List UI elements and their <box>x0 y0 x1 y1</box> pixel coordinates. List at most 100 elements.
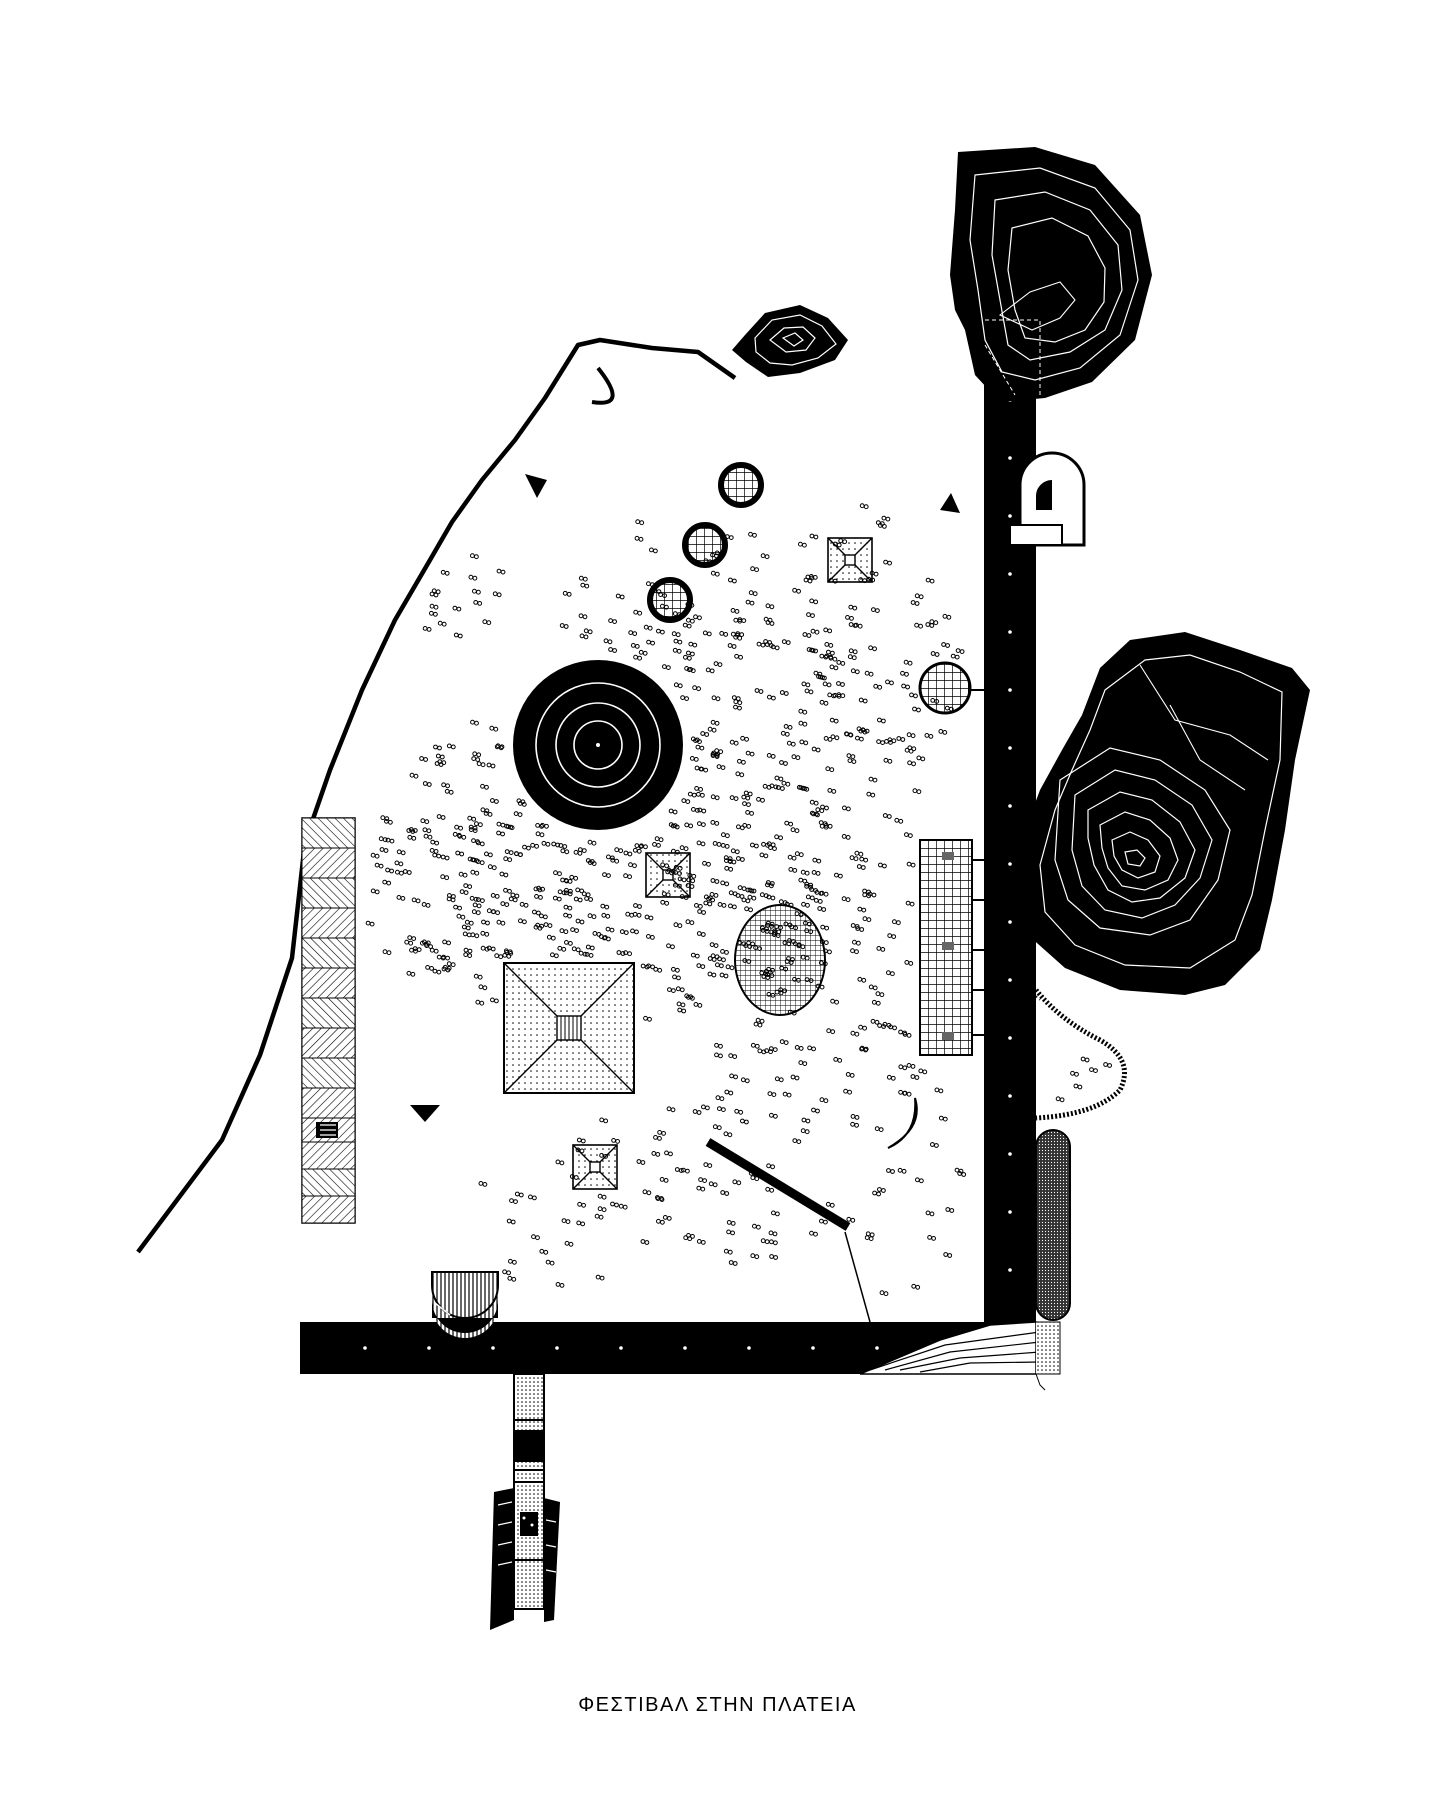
crowd-figure <box>720 949 729 955</box>
crowd-figure <box>910 600 920 606</box>
crowd-figure <box>671 631 681 638</box>
crowd-figure <box>558 843 568 849</box>
crowd-figure <box>719 972 729 979</box>
crowd-figure <box>677 876 687 883</box>
crowd-figure <box>791 754 801 761</box>
crowd-figure <box>886 970 895 977</box>
crowd-figure <box>746 940 755 947</box>
crowd-figure <box>780 730 790 737</box>
crowd-figure <box>496 919 506 926</box>
crowd-figure <box>845 1072 855 1078</box>
crowd-figure <box>779 1039 789 1045</box>
crowd-figure <box>745 599 755 606</box>
crowd-figure <box>860 727 870 734</box>
crowd-figure <box>441 782 451 789</box>
crowd-figure <box>830 734 840 741</box>
crowd-figure <box>938 1115 948 1122</box>
crowd-figure <box>652 842 661 848</box>
crowd-figure <box>710 719 720 726</box>
crowd-figure <box>701 1104 710 1111</box>
diagonal-bar <box>705 1138 871 1323</box>
crowd-figure <box>774 834 783 841</box>
crowd-figure <box>703 1162 713 1168</box>
crowd-figure <box>769 1254 778 1260</box>
crowd-figure <box>541 840 551 847</box>
crowd-figure <box>484 851 493 858</box>
crowd-figure <box>661 891 671 898</box>
crowd-figure <box>535 922 544 929</box>
crowd-figure <box>818 674 827 681</box>
crowd-figure <box>788 867 798 873</box>
crowd-figure <box>745 750 755 757</box>
crowd-figure <box>584 896 593 902</box>
crowd-figure <box>847 654 857 661</box>
crowd-figure <box>869 570 879 577</box>
crowd-figure <box>1103 1062 1112 1068</box>
crowd-figure <box>686 877 696 884</box>
east-contour-rock <box>1015 632 1310 995</box>
crowd-figure <box>378 836 388 843</box>
crowd-figure <box>436 954 446 961</box>
crowd-figure <box>842 805 851 812</box>
crowd-figure <box>779 760 788 766</box>
crowd-figure <box>395 869 404 876</box>
crowd-figure <box>601 912 611 919</box>
crowd-figure <box>509 1198 518 1204</box>
crowd-figure <box>878 523 887 529</box>
crowd-figure <box>887 933 897 939</box>
crowd-figure <box>911 1283 921 1290</box>
crowd-figure <box>872 1190 881 1197</box>
crowd-figure <box>370 852 380 859</box>
crowd-figure <box>409 947 418 954</box>
crowd-figure <box>539 913 548 920</box>
crowd-figure <box>643 1015 652 1022</box>
crowd-figure <box>723 855 733 862</box>
crowd-figure <box>688 641 698 648</box>
crowd-figure <box>433 744 442 751</box>
crowd-figure <box>673 638 683 645</box>
crowd-figure <box>543 922 553 928</box>
crowd-figure <box>750 842 759 849</box>
crowd-figure <box>684 822 694 829</box>
crowd-figure <box>720 880 730 887</box>
crowd-figure <box>684 666 693 672</box>
crowd-figure <box>765 880 775 886</box>
crowd-figure <box>562 590 572 597</box>
crowd-figure <box>754 688 764 694</box>
crowd-figure <box>689 756 699 762</box>
crowd-figure <box>707 726 717 733</box>
crowd-figure <box>422 626 432 632</box>
crowd-figure <box>468 824 478 831</box>
crowd-figure <box>653 966 663 973</box>
crowd-figure <box>557 945 567 952</box>
crowd-figure <box>452 831 462 838</box>
crowd-figure <box>573 896 583 903</box>
crowd-figure <box>852 939 861 946</box>
crowd-figure <box>724 534 734 540</box>
crowd-figure <box>370 888 380 895</box>
crowd-figure <box>585 944 595 951</box>
crowd-figure <box>580 582 590 589</box>
crowd-figure <box>823 948 832 955</box>
crowd-figure <box>474 821 483 828</box>
crowd-figure <box>563 904 573 911</box>
crowd-figure <box>761 841 770 848</box>
crowd-figure <box>411 897 421 904</box>
crowd-figure <box>407 834 417 841</box>
crowd-figure <box>659 1177 669 1183</box>
crowd-figure <box>774 924 783 930</box>
crowd-figure <box>729 1073 738 1080</box>
crowd-figure <box>766 894 776 901</box>
crowd-figure <box>906 1063 916 1069</box>
site-boundary-line <box>136 337 737 1254</box>
crowd-figure <box>897 1167 907 1174</box>
crowd-figure <box>422 827 432 834</box>
crowd-figure <box>632 911 642 918</box>
crowd-figure <box>814 890 824 896</box>
crowd-figure <box>564 1240 574 1247</box>
crowd-figure <box>766 753 776 759</box>
crowd-figure <box>724 865 734 872</box>
crowd-figure <box>666 943 675 950</box>
crowd-figure <box>800 1128 810 1135</box>
crowd-figure <box>480 783 489 790</box>
